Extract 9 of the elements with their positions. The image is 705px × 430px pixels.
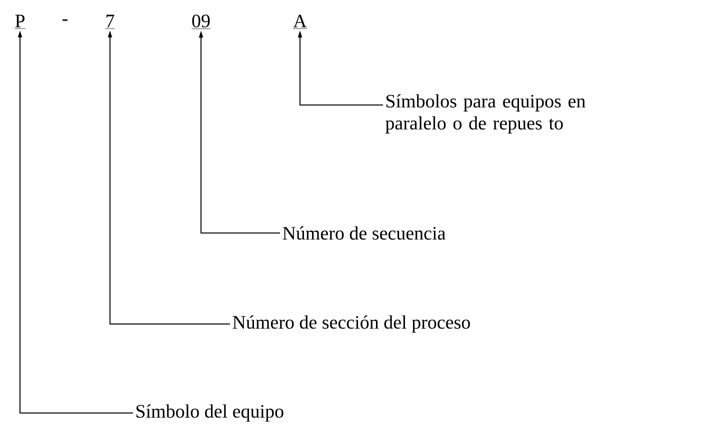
- description-text: Número de secuencia: [282, 226, 446, 240]
- description-text: Símbolo del equipo: [136, 404, 284, 422]
- dash-sign: -: [62, 19, 68, 21]
- description-text: Número de sección del proceso: [232, 315, 470, 333]
- code-letter: 09: [191, 14, 211, 29]
- code-letter: 7: [105, 14, 115, 29]
- code-letter: P: [14, 14, 26, 29]
- description-text: Símbolos para equipos en paralelo o de repues to: [386, 94, 586, 134]
- code-letter: A: [292, 14, 308, 29]
